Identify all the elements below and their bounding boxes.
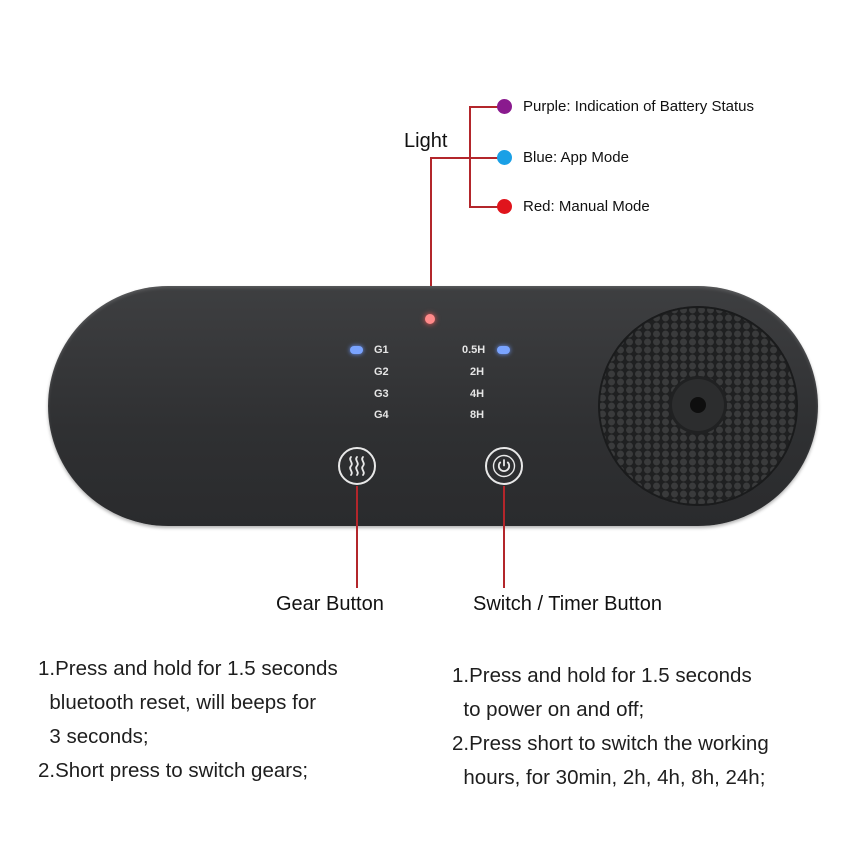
- switch-button-leader: [503, 486, 505, 588]
- gear-button-leader: [356, 486, 358, 588]
- legend-connector-red: [469, 206, 503, 208]
- gear-button[interactable]: [338, 447, 376, 485]
- status-light: [425, 314, 435, 324]
- heat-waves-icon: [349, 456, 365, 476]
- legend-blue-label: Blue: App Mode: [523, 149, 629, 166]
- switch-timer-button[interactable]: [485, 447, 523, 485]
- switch-description-line: 1.Press and hold for 1.5 seconds: [452, 664, 752, 687]
- light-title: Light: [404, 130, 448, 152]
- switch-description-line: hours, for 30min, 2h, 4h, 8h, 24h;: [452, 766, 766, 789]
- blue-legend-dot: [497, 150, 512, 165]
- gear-description-line: 2.Short press to switch gears;: [38, 759, 309, 782]
- gear-level-g4: G4: [374, 409, 389, 421]
- timer-level-05h: 0.5H: [462, 344, 486, 356]
- gear-indicator-led: [350, 346, 363, 354]
- light-leader-vertical: [430, 157, 432, 314]
- red-legend-dot: [497, 199, 512, 214]
- gear-level-g2: G2: [374, 366, 389, 378]
- timer-level-8h: 8H: [470, 409, 485, 421]
- legend-connector-purple: [469, 106, 503, 108]
- switch-description-line: 2.Press short to switch the working: [452, 732, 769, 755]
- timer-level-4h: 4H: [470, 388, 485, 400]
- legend-purple-label: Purple: Indication of Battery Status: [523, 98, 754, 115]
- legend-connector-blue: [469, 157, 503, 159]
- gear-button-label: Gear Button: [276, 593, 384, 615]
- switch-description-line: to power on and off;: [452, 698, 645, 721]
- gear-description-line: 3 seconds;: [38, 725, 149, 748]
- gear-description-line: bluetooth reset, will beeps for: [38, 691, 317, 714]
- light-leader-horizontal: [430, 157, 470, 159]
- timer-indicator-led: [497, 346, 510, 354]
- gear-level-g3: G3: [374, 388, 389, 400]
- switch-button-label: Switch / Timer Button: [473, 593, 662, 615]
- purple-legend-dot: [497, 99, 512, 114]
- timer-level-2h: 2H: [470, 366, 485, 378]
- grill-center-hole: [690, 397, 706, 413]
- gear-level-g1: G1: [374, 344, 389, 356]
- legend-red-label: Red: Manual Mode: [523, 198, 650, 215]
- gear-description-line: 1.Press and hold for 1.5 seconds: [38, 657, 338, 680]
- power-icon: [492, 454, 516, 478]
